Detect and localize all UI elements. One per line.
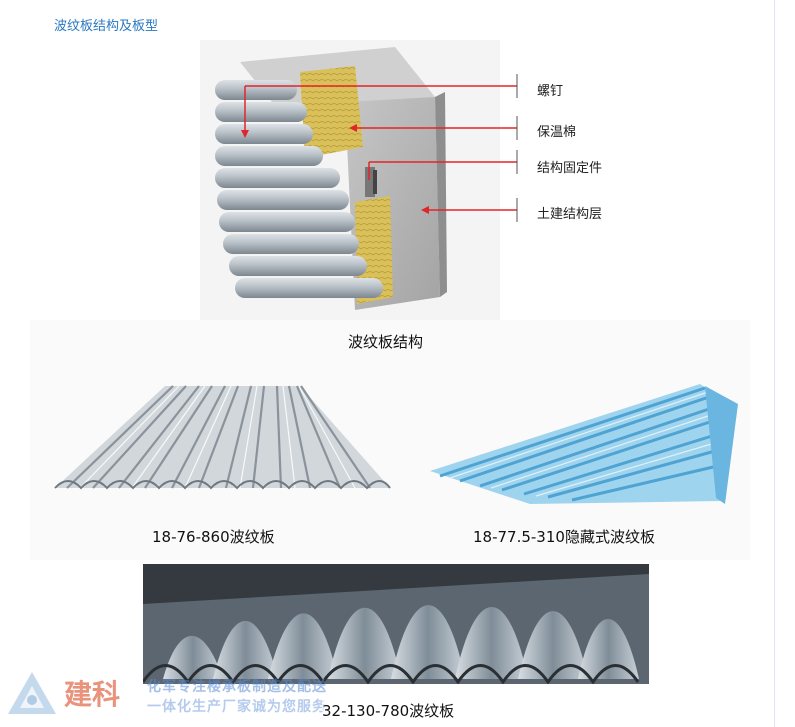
page-divider xyxy=(774,0,775,727)
label-insulation: 保温棉 xyxy=(537,125,577,140)
corrugated-wall-structure-diagram xyxy=(215,47,518,310)
watermark-logo-icon xyxy=(8,672,56,714)
panel-2-caption: 18-77.5-310隐藏式波纹板 xyxy=(473,528,655,546)
insulation-lower xyxy=(355,196,393,304)
panel-18-76-860-image xyxy=(54,385,391,490)
corrugated-panel-ribs xyxy=(215,80,383,298)
label-fixing-part: 结构固定件 xyxy=(537,161,603,176)
structure-caption: 波纹板结构 xyxy=(348,333,424,351)
fixing-bracket xyxy=(365,167,375,197)
label-screw: 螺钉 xyxy=(537,84,564,99)
watermark-logo-text: 建科 xyxy=(64,678,121,711)
label-civil-structure: 土建结构层 xyxy=(537,207,603,222)
watermark-line-2: 一体化生产厂家诚为您服务 xyxy=(147,699,327,715)
concrete-side-face xyxy=(435,92,447,297)
page-title: 波纹板结构及板型 xyxy=(54,19,159,34)
panel-18-77-5-310-image xyxy=(430,384,738,504)
panel-1-caption: 18-76-860波纹板 xyxy=(152,528,275,546)
insulation-upper xyxy=(300,66,363,158)
panel-3-caption: 32-130-780波纹板 xyxy=(322,700,455,721)
watermark-line-1: 化军专注楼承板制造及配送 xyxy=(147,679,327,695)
panel-32-130-780-image xyxy=(143,564,649,684)
callout-lines xyxy=(241,85,517,214)
